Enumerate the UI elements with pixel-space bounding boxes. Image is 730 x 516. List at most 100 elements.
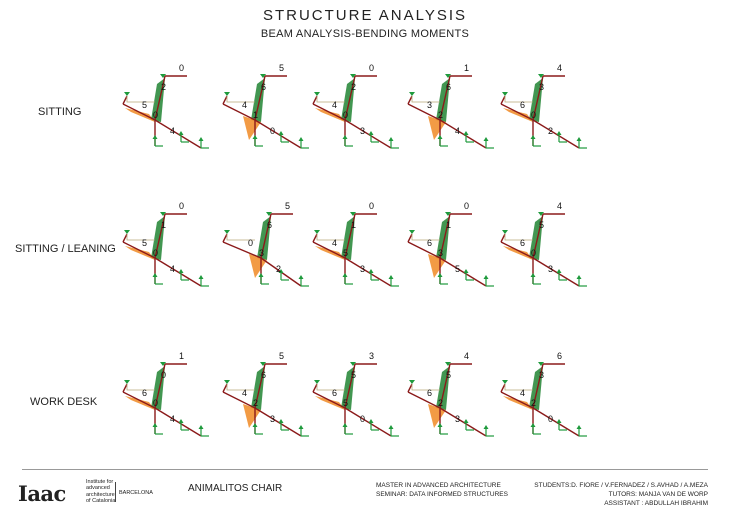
moment-label: 0 [270,126,275,136]
load-arrow-icon [224,380,230,384]
load-arrow-icon [160,74,166,78]
page-title: STRUCTURE ANALYSIS [262,7,468,24]
moment-label: 3 [438,248,443,258]
moment-label: 0 [179,63,184,73]
load-arrow-icon [266,212,272,216]
moment-label: 2 [531,398,536,408]
moment-label: 0 [153,398,158,408]
support-arrowhead-icon [388,425,394,429]
support-arrowhead-icon [278,269,284,273]
frame-outline [316,234,345,241]
beam-member [154,257,202,287]
load-arrow-icon [445,74,451,78]
beam-member [439,363,451,409]
support-arrowhead-icon [530,273,536,277]
iaac-logo: Iaac [18,481,66,506]
logo-separator [115,482,116,502]
moment-label: 2 [276,264,281,274]
moment-label: 5 [455,264,460,274]
beam-member [500,103,534,121]
beam-member [344,119,392,149]
moment-label: 2 [351,82,356,92]
beam-member [154,213,166,259]
institute-line: of Catalonia [86,498,116,505]
moment-label: 4 [332,100,337,110]
support-arrowhead-icon [152,273,158,277]
moment-fill-orange [249,254,267,278]
beam-member [122,95,128,105]
beam-member [254,75,266,121]
beam-member [312,103,346,121]
beam-member [439,119,487,149]
moment-label: 4 [242,388,247,398]
beam-member [222,383,228,393]
moment-label: 3 [427,100,432,110]
moment-label: 3 [548,264,553,274]
support-arrowhead-icon [298,275,304,279]
support-arrowhead-icon [368,269,374,273]
moment-fill-orange [125,108,155,122]
support-arrowhead-icon [556,131,562,135]
moment-label: 1 [351,220,356,230]
support-arrowhead-icon [437,135,443,139]
credits-line: STUDENTS:D. FIORE / V.FERNADEZ / S.AVHAD… [534,482,708,489]
support-arrowhead-icon [278,131,284,135]
beam-member [222,95,228,105]
beam-member [439,213,451,259]
moment-label: 6 [261,370,266,380]
program-line: SEMINAR: DATA INFORMED STRUCTURES [376,491,508,498]
load-arrow-icon [409,230,415,234]
moment-label: 4 [557,63,562,73]
support-arrowhead-icon [437,273,443,277]
moment-label: 5 [351,370,356,380]
support-arrowhead-icon [368,131,374,135]
moment-fill-orange [503,108,533,122]
moment-label: 5 [343,248,348,258]
load-arrow-icon [260,362,266,366]
support-arrowhead-icon [530,135,536,139]
moment-fill-orange [125,246,155,260]
beam-member [260,213,272,259]
moment-label: 2 [253,398,258,408]
frame-outline [411,234,440,241]
beam-member [532,363,544,409]
load-arrow-icon [502,92,508,96]
load-arrow-icon [350,212,356,216]
moment-label: 6 [261,82,266,92]
frame-outline [411,384,440,391]
frame-outline [226,234,255,241]
moment-label: 0 [464,201,469,211]
beam-member [439,75,451,121]
beam-member [222,391,256,409]
beam-member [532,119,580,149]
beam-member [500,383,506,393]
beam-member [254,363,266,409]
moment-label: 5 [279,63,284,73]
moment-label: 0 [248,238,253,248]
credits-line: ASSISTANT : ABDULLAH IBRAHIM [604,500,708,507]
support-arrowhead-icon [368,419,374,423]
moment-fill-orange [503,246,533,260]
beam-member [154,119,202,149]
moment-label: 0 [369,201,374,211]
beam-member [500,233,506,243]
moment-fill-orange [243,404,261,428]
moment-label: 4 [557,201,562,211]
beam-member [532,257,580,287]
frame-outline [126,384,155,391]
support-arrowhead-icon [198,425,204,429]
program-line: MASTER IN ADVANCED ARCHITECTURE [376,482,501,489]
support-arrowhead-icon [388,137,394,141]
institute-line: Institute for [86,479,114,485]
institute-line: advanced [86,485,110,492]
moment-label: 4 [455,126,460,136]
moment-fill-orange [243,116,261,140]
